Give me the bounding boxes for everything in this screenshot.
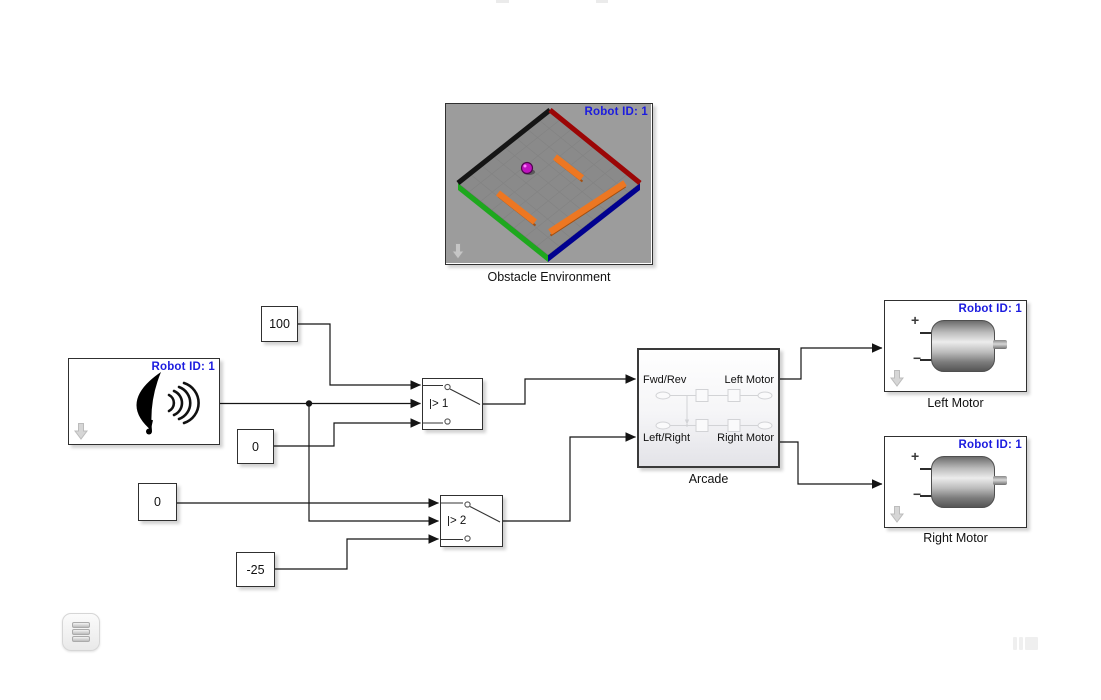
wire-switch1-to-arcade[interactable]: [483, 374, 637, 405]
constant-block-0-upper[interactable]: 0: [237, 429, 274, 464]
constant-block-neg25[interactable]: -25: [236, 552, 275, 587]
platform-edge-red: [548, 108, 642, 185]
plus-terminal-label: +: [911, 448, 920, 464]
left-motor-block-label: Left Motor: [927, 396, 984, 410]
wire-arcade-to-right-motor[interactable]: [780, 441, 883, 489]
clipped-text-fragment: [496, 0, 509, 3]
arcade-inport-leftright: Left/Right: [643, 432, 691, 444]
arcade-inport-fwdrev: Fwd/Rev: [643, 374, 687, 386]
expand-down-arrow-icon[interactable]: [890, 506, 904, 523]
wire-sensor-branch-to-switch2[interactable]: [308, 403, 440, 526]
environment-robot-id: Robot ID: 1: [584, 106, 648, 118]
arcade-outport-rightmotor: Right Motor: [717, 432, 774, 444]
dc-motor-icon: [931, 320, 995, 372]
platform-edge-green: [458, 183, 548, 262]
switch-block-2[interactable]: > 2: [440, 495, 503, 547]
constant-block-0-lower[interactable]: 0: [138, 483, 177, 521]
sensor-robot-id: Robot ID: 1: [151, 361, 215, 373]
clipped-text-fragment: [596, 0, 608, 3]
wire-constantneg25-to-switch2[interactable]: [275, 534, 440, 570]
wire-arcade-to-left-motor[interactable]: [780, 343, 883, 380]
sensor-block[interactable]: Robot ID: 1: [68, 358, 220, 445]
control-port-tick: [448, 516, 449, 526]
scrollbar-horizontal[interactable]: [1013, 637, 1038, 650]
motor-terminal-stub: [920, 332, 932, 334]
wire-constant0-upper-to-switch1[interactable]: [274, 418, 422, 447]
switch-icon: [441, 501, 501, 542]
subsystem-thumbnail: [655, 389, 773, 432]
environment-3d-view: [446, 104, 651, 263]
motor-terminal-stub: [920, 359, 932, 361]
switch-icon: [423, 383, 481, 425]
dc-motor-icon: [931, 456, 995, 508]
left-motor-robot-id: Robot ID: 1: [958, 303, 1022, 315]
constant-value: -25: [246, 562, 265, 577]
motor-shaft-icon: [993, 340, 1007, 349]
motor-terminal-stub: [920, 495, 932, 497]
wire-constant100-to-switch1[interactable]: [298, 323, 422, 390]
arcade-subsystem-block[interactable]: Fwd/Rev Left/Right Left Motor Right Moto…: [637, 348, 780, 468]
obstacle-bars: [495, 154, 627, 237]
data-stack-button[interactable]: [62, 613, 100, 651]
wire-switch2-to-arcade[interactable]: [503, 432, 637, 522]
obstacle-environment-block[interactable]: Robot ID: 1: [445, 103, 653, 265]
platform-grid: [468, 118, 630, 248]
minus-terminal-label: −: [913, 486, 922, 502]
arcade-outport-leftmotor: Left Motor: [724, 374, 774, 386]
switch-block-1[interactable]: > 1: [422, 378, 483, 430]
constant-value: 0: [154, 495, 161, 509]
wire-junction-dot: [305, 400, 313, 407]
minus-terminal-label: −: [913, 350, 922, 366]
motor-terminal-stub: [920, 468, 932, 470]
left-motor-block[interactable]: Robot ID: 1 + −: [884, 300, 1027, 392]
expand-down-arrow-icon[interactable]: [451, 243, 465, 260]
expand-down-arrow-icon[interactable]: [74, 423, 88, 440]
motor-shaft-icon: [993, 476, 1007, 485]
switch-criteria: > 1: [432, 398, 449, 410]
constant-value: 100: [269, 317, 290, 331]
switch-criteria: > 2: [450, 515, 467, 527]
right-motor-robot-id: Robot ID: 1: [958, 439, 1022, 451]
radar-sensor-icon: [136, 372, 200, 435]
right-motor-block[interactable]: Robot ID: 1 + −: [884, 436, 1027, 528]
control-port-tick: [430, 399, 431, 409]
platform-edge-blue: [548, 183, 640, 262]
right-motor-block-label: Right Motor: [923, 531, 988, 545]
robot-marker: [520, 161, 535, 175]
plus-terminal-label: +: [911, 312, 920, 328]
expand-down-arrow-icon[interactable]: [890, 370, 904, 387]
constant-block-100[interactable]: 100: [261, 306, 298, 342]
constant-value: 0: [252, 439, 259, 454]
platform-edge-black: [456, 108, 552, 185]
arcade-block-label: Arcade: [688, 472, 729, 486]
stack-icon: [72, 621, 90, 643]
environment-block-label: Obstacle Environment: [487, 270, 611, 284]
